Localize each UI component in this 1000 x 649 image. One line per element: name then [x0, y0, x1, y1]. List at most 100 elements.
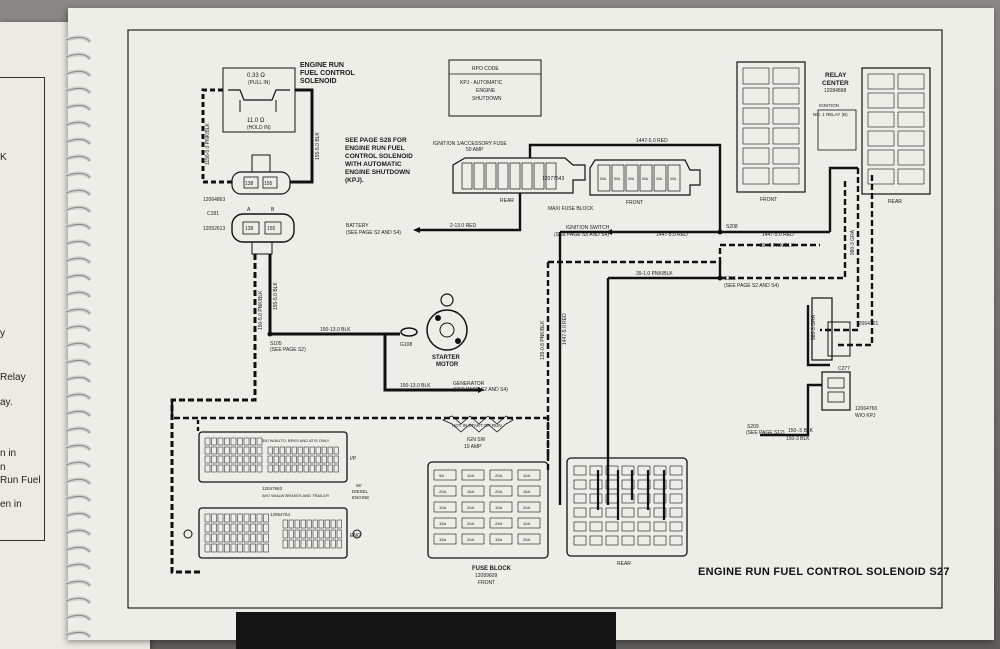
ip-pin [230, 437, 237, 446]
eng-pin [318, 519, 324, 529]
ip-pin [333, 446, 339, 455]
binding-ring-edge [65, 631, 91, 638]
eng-pin [263, 523, 269, 533]
fuse-rear-slot [573, 493, 587, 504]
fuse-slot [489, 501, 513, 513]
binding-ring-edge [65, 376, 91, 383]
wire-label: 1447-5.0 RED [636, 138, 668, 144]
eng-pin [336, 539, 342, 549]
eng-pin [230, 523, 237, 533]
ip-pin [230, 464, 237, 473]
eng-pin [336, 529, 342, 539]
binding-ring-edge [65, 580, 91, 587]
eng-pin [330, 529, 336, 539]
fuse-slot [489, 485, 513, 497]
binding-ring-edge [65, 546, 91, 553]
solenoid-box [222, 67, 296, 133]
wire-label: 150-5.0 PNK/BLK [258, 290, 264, 330]
fuse-slot [461, 485, 485, 497]
eng-pin [217, 533, 224, 543]
fuse-rating: 25A [523, 537, 530, 542]
fuse-rear-slot [669, 507, 683, 518]
fuse-rating: 20A [495, 489, 502, 494]
left-page-fragment: ay. [0, 397, 13, 408]
maxi-fuse-front [589, 159, 701, 196]
maxi-fuse-slot [611, 164, 625, 192]
ip-pin [250, 446, 256, 455]
c277-label: C277 [838, 366, 850, 372]
relay-slot [897, 149, 925, 166]
eng-pin [230, 543, 237, 553]
ip-pin [204, 455, 211, 464]
starter-title: MOTOR [436, 362, 459, 368]
ip-pin [211, 464, 217, 473]
starter-motor [426, 309, 468, 351]
eng-pin [263, 513, 269, 523]
fuse-rating: 20A [467, 537, 474, 542]
binding-ring-edge [65, 36, 91, 43]
note-line: (KPJ). [345, 177, 364, 184]
relay-center-part: 12084898 [824, 88, 846, 94]
fuse-rear-slot [589, 479, 603, 490]
fuse-slot [517, 485, 541, 497]
solenoid-title-1: ENGINE RUN [300, 62, 344, 69]
fuse-slot [433, 533, 457, 545]
fuse-slot [517, 517, 541, 529]
maxi-fuse-slot [545, 162, 557, 190]
res-hold-value: 11.0 Ω [247, 118, 265, 124]
eng-pin [204, 533, 211, 543]
binding-ring-edge [65, 325, 91, 332]
fuse-rear-slot [621, 507, 635, 518]
fuse-rear-slot [573, 535, 587, 546]
fuse-rear-slot [653, 535, 667, 546]
fuse-slot [461, 501, 485, 513]
ip-pin [297, 464, 303, 473]
ip-note: 350 W/AUTO. BRKS AND AT/S ONLY [262, 438, 330, 443]
ip-pin [256, 446, 263, 455]
eng-pin [256, 513, 263, 523]
fuse-rating: 10A [523, 473, 530, 478]
eng-pin [306, 519, 312, 529]
solenoid-title-3: SOLENOID [300, 78, 337, 85]
maxi-fuse-rear [452, 157, 586, 194]
fuse-rear-slot [669, 521, 683, 532]
ip-pin [273, 446, 279, 455]
maxi-fuse-slot [667, 164, 681, 192]
maxi-fuse-slot [521, 162, 533, 190]
fuse-rating: 15A [439, 537, 446, 542]
eng-pin [243, 513, 250, 523]
ip-pin [315, 455, 321, 464]
fuse-rear-slot [653, 521, 667, 532]
eng-pin [336, 519, 342, 529]
ip-pin [256, 455, 263, 464]
maxi-fuse-slot [653, 164, 667, 192]
eng-pin [324, 539, 330, 549]
ip-note3: ENGINE [352, 495, 369, 500]
ign-sw-fuse-name: IGN SW [467, 437, 486, 443]
eng-pin [224, 543, 230, 553]
maxi-fuse-slot [625, 164, 639, 192]
ip-pin [250, 464, 256, 473]
fuse-rear-slot [637, 507, 651, 518]
fuse-slot [433, 501, 457, 513]
binding-ring-edge [65, 223, 91, 230]
maxi-fuse-slot [461, 162, 473, 190]
fuse-rating: 15A [439, 521, 446, 526]
ip-pin [303, 446, 309, 455]
binding-ring-edge [65, 189, 91, 196]
eng-pin [237, 533, 243, 543]
relay-front-label: FRONT [760, 197, 777, 203]
eng-pin [204, 513, 211, 523]
diagram-page [68, 8, 994, 640]
fuse-rear-slot [653, 479, 667, 490]
wire-label: 1447-5.0 RED [656, 232, 688, 238]
part-number: 12064863 [203, 197, 225, 203]
generator-title: GENERATOR [453, 381, 485, 387]
ip-pin [217, 437, 224, 446]
relay-slot [867, 149, 895, 166]
fuse-rear-slot [573, 465, 587, 476]
relay-slot [867, 92, 895, 109]
wire-label: 1447-5.0 RED [762, 232, 794, 238]
wire-label: 139-0.8 PNK/BLK [540, 320, 546, 360]
eng-pin [256, 523, 263, 533]
